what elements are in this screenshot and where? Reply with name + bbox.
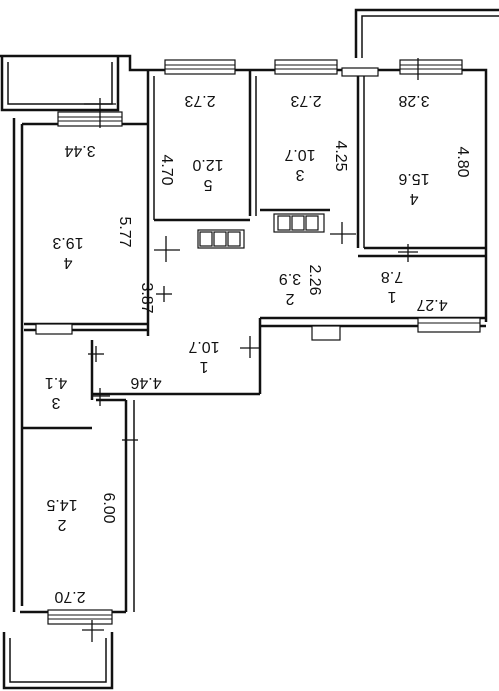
svg-text:19.3: 19.3 [52,234,83,251]
window-bottom [47,609,113,625]
window-top-2 [274,59,338,75]
window-top-3 [399,59,463,75]
window-top-1 [164,59,236,75]
dim-4-70: 4.70 [158,154,175,185]
svg-text:4: 4 [409,190,418,207]
svg-text:2: 2 [57,516,66,533]
svg-text:1: 1 [199,358,208,375]
room-label-r2: 5 12.0 [192,156,223,193]
dim-2-73-b: 2.73 [290,92,321,109]
dim-2-26: 2.26 [306,264,323,295]
wall-marks [82,58,419,642]
svg-text:12.0: 12.0 [192,156,223,173]
dim-4-27: 4.27 [416,296,447,313]
dim-3-44: 3.44 [64,142,95,159]
room-label-r7: 1 10.7 [188,338,219,375]
window-left-top [57,111,123,127]
room-label-r9: 2 14.5 [46,496,77,533]
windows [47,59,481,625]
window-right-bottom [417,317,481,333]
dim-2-73-a: 2.73 [184,92,215,109]
dim-4-80: 4.80 [454,146,471,177]
radiator-fixture [35,323,73,335]
svg-text:15.6: 15.6 [398,170,429,187]
dimension-labels: 2.73 2.73 3.28 3.44 4.70 4.25 4.80 5.77 … [54,92,471,605]
walls [0,8,499,690]
room-label-r3: 3 10.7 [284,146,315,183]
svg-text:10.7: 10.7 [188,338,219,355]
room-label-r4: 4 15.6 [398,170,429,207]
room-label-r8: 3 4.1 [45,374,67,411]
room-labels: 4 19.3 5 12.0 3 10.7 4 15.6 2 3.9 1 7.8 … [45,146,430,533]
svg-text:5: 5 [203,176,212,193]
niche-fixture [311,325,341,341]
room-label-r6: 1 7.8 [381,268,403,305]
dim-6-00: 6.00 [100,492,117,523]
svg-text:3.9: 3.9 [279,270,301,287]
dim-3-87: 3.87 [138,282,155,313]
svg-text:2: 2 [285,290,294,307]
door-top-connector [341,67,379,77]
svg-text:10.7: 10.7 [284,146,315,163]
dim-4-46: 4.46 [130,374,161,391]
dim-3-28: 3.28 [398,92,429,109]
room-label-r5: 2 3.9 [279,270,301,307]
svg-text:4.1: 4.1 [45,374,67,391]
svg-text:3: 3 [295,166,304,183]
svg-text:1: 1 [387,288,396,305]
svg-text:14.5: 14.5 [46,496,77,513]
dim-2-70: 2.70 [54,588,85,605]
fixtures [35,213,341,341]
dim-4-25: 4.25 [332,140,349,171]
dim-5-77: 5.77 [116,216,133,247]
svg-text:3: 3 [51,394,60,411]
svg-text:7.8: 7.8 [381,268,403,285]
svg-text:4: 4 [63,254,72,271]
room-label-r1: 4 19.3 [52,234,83,271]
